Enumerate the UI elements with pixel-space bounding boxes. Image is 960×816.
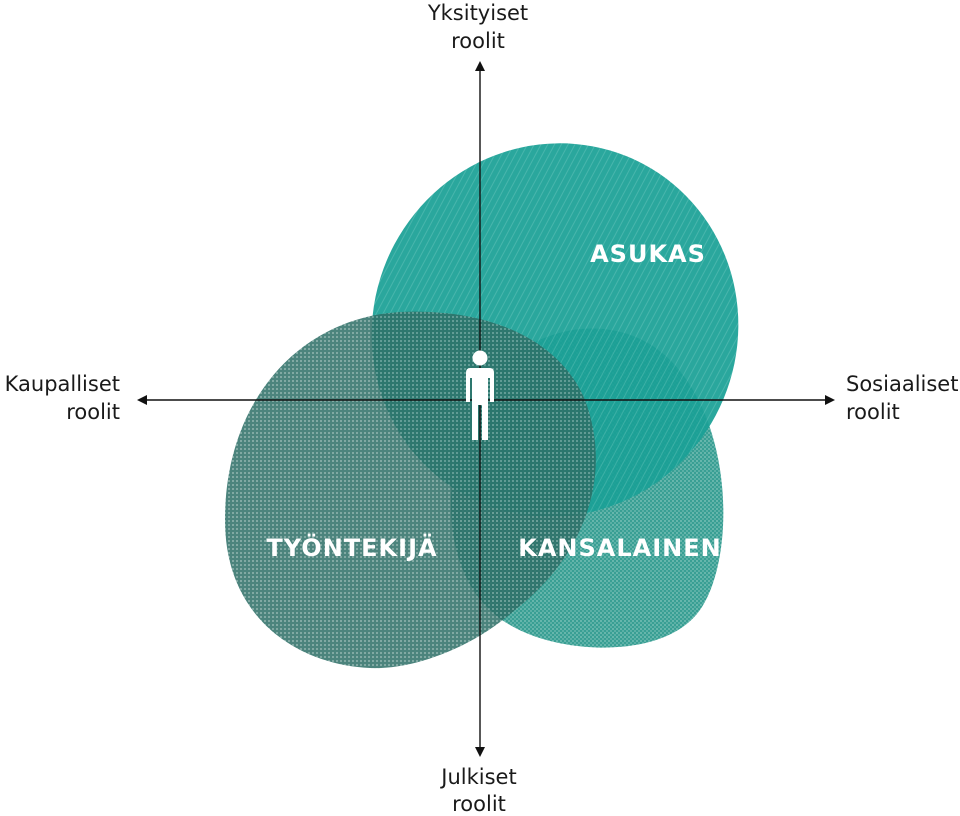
person-icon <box>466 350 494 440</box>
bottom-axis-label-line2: roolit <box>452 792 506 816</box>
right-axis-label-line2: roolit <box>846 400 900 424</box>
left-axis-label-line2: roolit <box>66 400 120 424</box>
bottom-axis-label-line1: Julkiset <box>439 765 516 789</box>
tyontekija-region <box>225 311 596 669</box>
kansalainen-label: KANSALAINEN <box>518 534 721 562</box>
right-axis-label-line1: Sosiaaliset <box>846 372 958 396</box>
top-axis-label-line1: Yksityiset <box>427 1 528 25</box>
top-axis-label-line2: roolit <box>451 29 505 53</box>
asukas-label: ASUKAS <box>590 240 706 268</box>
tyontekija-label: TYÖNTEKIJÄ <box>266 532 437 562</box>
left-axis-label-line1: Kaupalliset <box>5 372 120 396</box>
